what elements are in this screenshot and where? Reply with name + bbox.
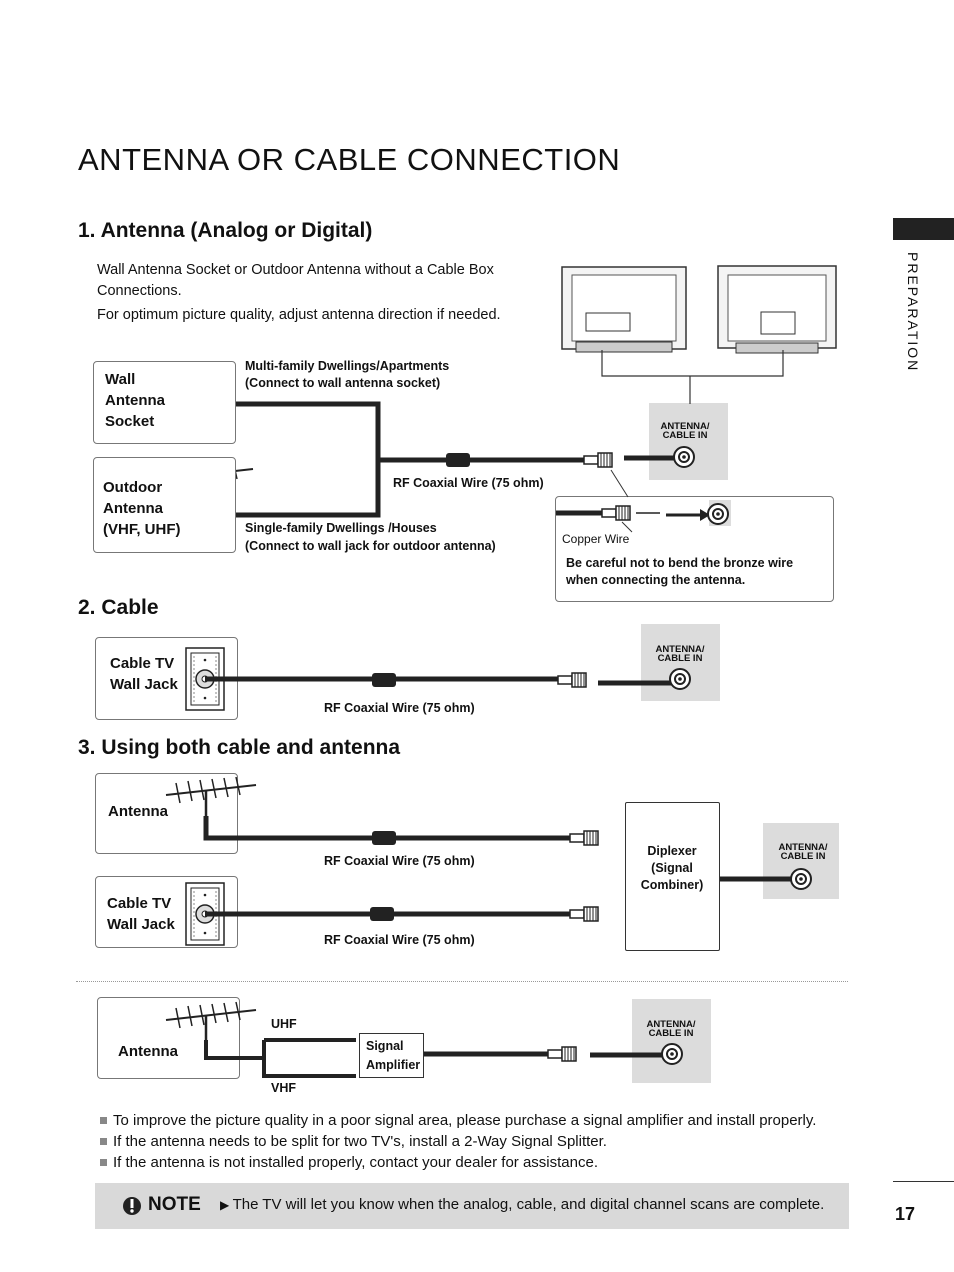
antenna-label: Antenna bbox=[108, 803, 168, 820]
wall-antenna-socket-label: Wall Antenna Socket bbox=[105, 371, 165, 430]
single-family-caption: Single-family Dwellings /Houses bbox=[245, 521, 437, 535]
amplified-jack-label: ANTENNA/ CABLE IN bbox=[646, 1019, 696, 1039]
page-number: 17 bbox=[895, 1204, 916, 1224]
wall-antenna-socket-panel bbox=[93, 361, 236, 444]
section-antenna-intro-1: Wall Antenna Socket or Outdoor Antenna w… bbox=[97, 262, 494, 299]
outdoor-antenna-panel bbox=[93, 457, 236, 553]
cable-wall-jack-2-label: Cable TV Wall Jack bbox=[107, 895, 175, 933]
combined-jack-label: ANTENNA/ CABLE IN bbox=[778, 842, 828, 862]
section-tab-marker bbox=[893, 218, 954, 240]
multi-family-caption: Multi-family Dwellings/Apartments bbox=[245, 359, 450, 373]
tip-item: If the antenna is not installed properly… bbox=[100, 1152, 816, 1173]
antenna-icon bbox=[164, 775, 258, 819]
antenna-cable-in-jack-icon bbox=[673, 446, 695, 468]
section-both-heading: 3. Using both cable and antenna bbox=[78, 736, 401, 759]
page-rule bbox=[893, 1181, 954, 1182]
note-alert-icon bbox=[123, 1197, 141, 1215]
amplified-antenna-in-jack-icon bbox=[661, 1043, 683, 1065]
antenna-rf-wire-label: RF Coaxial Wire (75 ohm) bbox=[324, 854, 475, 868]
bullet-square-icon bbox=[100, 1158, 107, 1166]
cable-rf-wire-2-label: RF Coaxial Wire (75 ohm) bbox=[324, 933, 475, 947]
note-text-content: The TV will let you know when the analog… bbox=[232, 1196, 825, 1213]
bullet-square-icon bbox=[100, 1137, 107, 1145]
note-text: ▶ The TV will let you know when the anal… bbox=[220, 1196, 845, 1213]
section-antenna-heading: 1. Antenna (Analog or Digital) bbox=[78, 219, 373, 242]
tv-rear-2-icon bbox=[717, 265, 837, 354]
tips-list: To improve the picture quality in a poor… bbox=[100, 1110, 816, 1173]
copper-wire-label: Copper Wire bbox=[562, 532, 630, 546]
caution-text: Be careful not to bend the bronze wire w… bbox=[566, 556, 794, 587]
rf-coaxial-wire-label: RF Coaxial Wire (75 ohm) bbox=[393, 476, 544, 490]
tv-rear-1-icon bbox=[561, 266, 687, 353]
cable-jack-label: ANTENNA/ CABLE IN bbox=[655, 644, 705, 664]
signal-amplifier-label: Signal Amplifier bbox=[366, 1039, 421, 1072]
cable-antenna-in-jack-icon bbox=[669, 668, 691, 690]
single-family-note: (Connect to wall jack for outdoor antenn… bbox=[245, 539, 496, 553]
section-antenna-intro-2: For optimum picture quality, adjust ante… bbox=[97, 307, 501, 323]
outdoor-antenna-label: Outdoor Antenna (VHF, UHF) bbox=[103, 479, 181, 538]
section-cable-heading: 2. Cable bbox=[78, 596, 159, 619]
uhf-label: UHF bbox=[271, 1017, 297, 1031]
divider bbox=[76, 981, 848, 982]
signal-amplifier-box bbox=[359, 1033, 424, 1078]
cable-rf-wire-label: RF Coaxial Wire (75 ohm) bbox=[324, 701, 475, 715]
note-label: NOTE bbox=[148, 1194, 201, 1215]
cable-wall-jack-label: Cable TV Wall Jack bbox=[110, 655, 178, 693]
multi-family-note: (Connect to wall antenna socket) bbox=[245, 376, 441, 390]
page-title: ANTENNA OR CABLE CONNECTION bbox=[78, 142, 621, 177]
antenna-2-icon bbox=[164, 1000, 258, 1044]
vhf-label: VHF bbox=[271, 1081, 296, 1095]
diplexer-box bbox=[625, 802, 720, 951]
bullet-square-icon bbox=[100, 1116, 107, 1124]
antenna-2-label: Antenna bbox=[118, 1043, 178, 1060]
combined-antenna-in-jack-icon bbox=[790, 868, 812, 890]
antenna-jack-label: ANTENNA/ CABLE IN bbox=[660, 421, 710, 441]
diplexer-label: Diplexer (Signal Combiner) bbox=[640, 844, 704, 892]
tip-item: To improve the picture quality in a poor… bbox=[100, 1110, 816, 1131]
triangle-right-icon: ▶ bbox=[220, 1198, 233, 1212]
tip-item: If the antenna needs to be split for two… bbox=[100, 1131, 816, 1152]
section-tab-label: PREPARATION bbox=[905, 252, 921, 373]
